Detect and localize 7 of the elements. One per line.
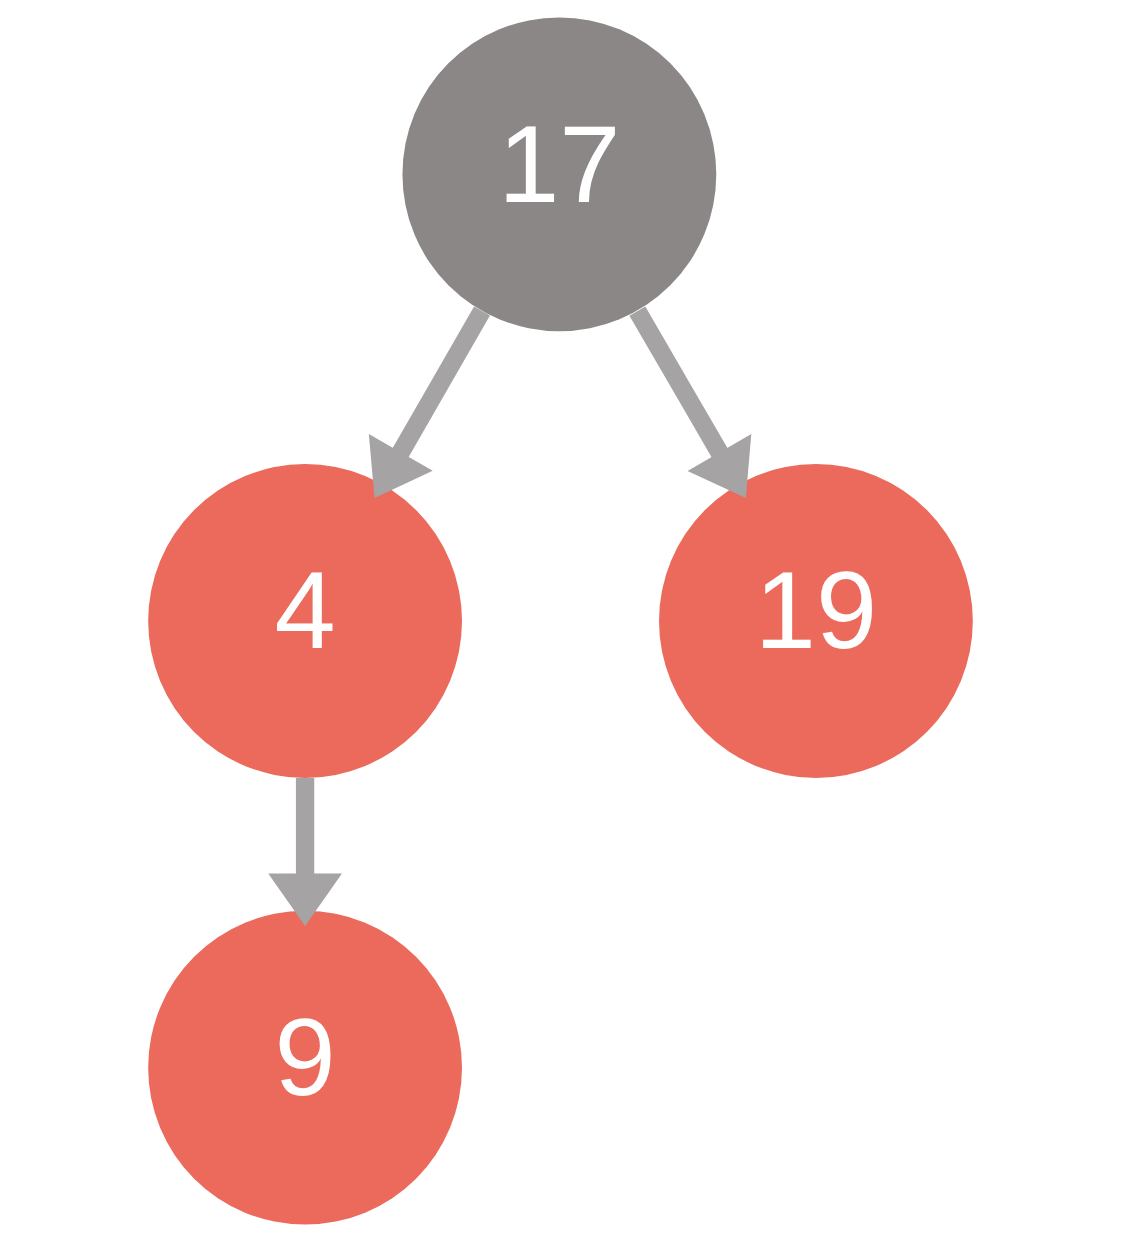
- node-circle: 4: [148, 464, 462, 778]
- node-circle: 17: [402, 17, 717, 332]
- arrow: [368, 306, 490, 498]
- node-circle: 9: [148, 910, 462, 1225]
- node-circle: 19: [659, 464, 973, 778]
- arrow: [629, 306, 752, 498]
- arrow: [268, 777, 342, 927]
